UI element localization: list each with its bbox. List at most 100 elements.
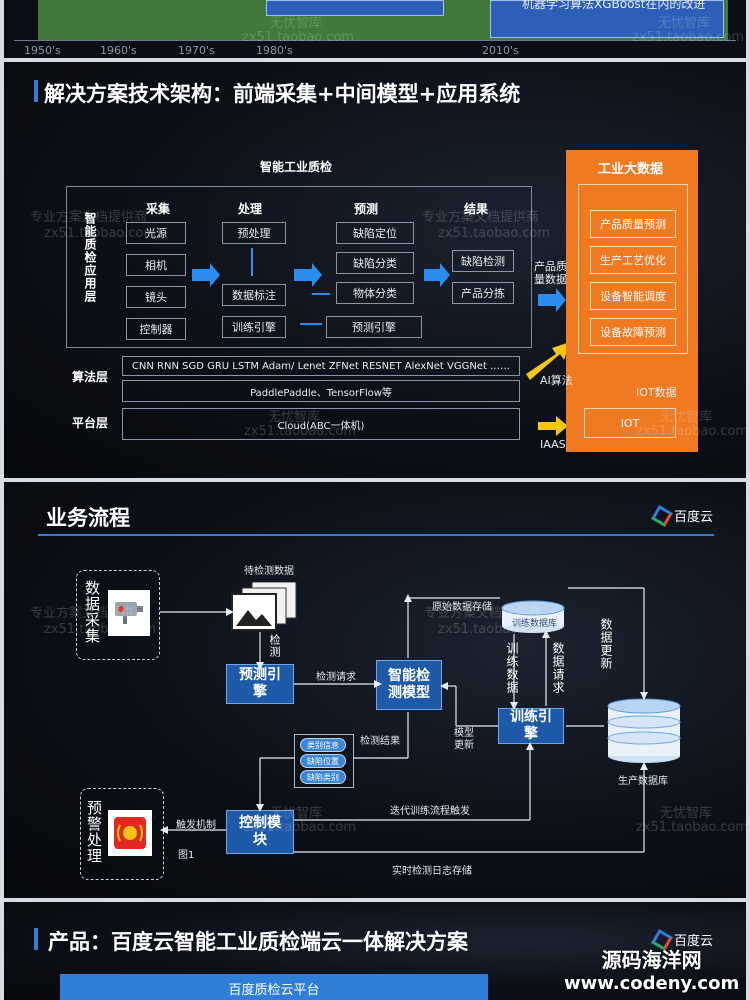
production-db-icon [606,698,682,764]
watermark: 专业方案文档提供商 [422,210,540,225]
watermark: 无忧智库 [660,410,713,425]
blue-panel-right [490,0,724,38]
watermark: zx51.taobao.com [244,424,357,439]
arrow-predict-result [424,263,450,287]
arrow-ai-algo [526,342,570,380]
bigdata-quality-predict: 产品质量预测 [590,210,676,238]
logo-text: 百度云 [674,934,714,949]
watermark: zx51.taobao.com [44,226,157,241]
watermark: zx51.taobao.com [636,424,746,439]
col-predict: 预测 [354,202,379,216]
product-quality-label: 产品质量数据 [534,260,567,286]
train-data-label: 训练数据 [505,642,519,694]
blue-panel-left [266,0,444,16]
images-icon [230,581,302,632]
site-watermark-line1: 源码海洋网 [601,948,702,972]
logo-text: 百度云 [674,510,714,525]
arrow-collect-process [192,263,220,287]
app-layer-frame [66,186,532,348]
slide-title: 业务流程 [46,506,130,530]
result-tag: 缺陷类别 [300,770,346,784]
train-db-icon [500,600,566,634]
result-tag: 类别信息 [300,738,346,752]
iterate-trigger-label: 迭代训练流程触发 [390,806,470,817]
watermark: 无忧智库 [268,410,321,425]
iaas-label: IAAS [540,438,566,451]
col-collect: 采集 [146,202,171,216]
col-result: 结果 [464,202,489,216]
ai-algo-label: AI算法 [540,374,573,387]
year-label: 1970's [178,44,215,57]
diagram-title: 智能工业质检 [260,160,333,174]
col-process: 处理 [238,202,263,216]
watermark: zx51.taobao.com [632,30,745,45]
bigdata-fault-predict: 设备故障预测 [590,318,676,346]
watermark: 无忧智库 [658,16,711,31]
watermark: 专业方案文档提供商 [424,606,542,621]
bigdata-inner-frame [578,184,688,354]
baidu-cloud-logo: 百度云 [651,504,714,527]
iot-data-label: IOT数据 [636,386,677,399]
train-engine-box: 训练引擎 [498,708,564,744]
train-db-label: 训练数据库 [512,619,558,629]
site-watermark: 源码海洋网 www.codeny.com [564,944,739,994]
baidu-cloud-logo: 百度云 [651,928,714,951]
top-fragment: 机器学习算法XGBoost在内的改进 1950's 1960's 1970's … [4,0,746,58]
flow-connectors [160,587,648,853]
camera-icon [108,590,150,636]
watermark: zx51.taobao.com [44,622,157,637]
product-slide: 产品：百度云智能工业质检端云一体解决方案 百度云 百度质检云平台 源码海洋网 w… [4,902,746,1000]
trigger-mech-label: 触发机制 [176,820,216,831]
watermark: zx51.taobao.com [636,820,746,835]
watermark: zx51.taobao.com [244,820,357,835]
year-label: 1950's [24,44,61,57]
watermark: 专业方案文档提供商 [30,210,148,225]
slide-title: 解决方案技术架构：前端采集+中间模型+应用系统 [44,82,521,106]
predict-defect-locate: 缺陷定位 [336,222,414,244]
raw-storage-label: 原始数据存储 [432,602,492,613]
process-preprocess: 预处理 [222,222,286,244]
business-flow-slide: 业务流程 百度云 数据采集 待检测数据 检测 预测引擎 检测请求 智能检测模型 … [4,482,746,898]
watermark: zx51.taobao.com [242,30,355,45]
result-tags-frame [294,734,354,788]
model-update-label: 模型更新 [454,728,474,751]
year-label: 1960's [100,44,137,57]
cloud-platform-bar: 百度质检云平台 [60,974,488,1000]
collect-camera: 相机 [126,254,186,276]
warning-label: 预警处理 [85,800,103,864]
process-labeling: 数据标注 [222,284,286,306]
algo-models-line: CNN RNN SGD GRU LSTM Adam/ Lenet ZFNet R… [122,356,520,376]
arrow-to-bigdata [538,288,566,312]
year-label: 1980's [256,44,293,57]
watermark: zx51.taobao.com [438,226,551,241]
architecture-slide: 解决方案技术架构：前端采集+中间模型+应用系统 智能工业质检 智能质检应用层 采… [4,62,746,478]
timeline-axis [14,40,736,41]
algo-layer-label: 算法层 [72,370,109,384]
watermark: 无忧智库 [660,806,713,821]
predict-engine: 预测引擎 [326,316,422,338]
predict-engine-box: 预测引擎 [226,664,294,704]
production-db-label: 生产数据库 [618,776,668,787]
title-underline [38,534,714,536]
fragment-box-text: 机器学习算法XGBoost在内的改进 [522,0,706,11]
predict-object-classify: 物体分类 [336,282,414,304]
data-collect-frame [76,570,160,660]
algo-frameworks-line: PaddlePaddle、TensorFlow等 [122,380,520,402]
watermark: zx51.taobao.com [438,622,551,637]
arrow-iaas [538,416,568,436]
arrow-process-predict [294,263,322,287]
detect-result-label: 检测结果 [360,736,400,747]
title-accent-bar [34,80,38,102]
data-collect-label: 数据采集 [83,580,101,644]
collect-controller: 控制器 [126,318,186,340]
year-label: 2010's [482,44,519,57]
data-request-label: 数据请求 [551,642,565,694]
watermark: 无忧智库 [270,806,323,821]
detect-request-label: 检测请求 [316,672,356,683]
watermark: 无忧智库 [270,16,323,31]
site-watermark-line2: www.codeny.com [564,973,740,994]
pending-data-label: 待检测数据 [244,566,294,577]
result-defect-detect: 缺陷检测 [452,250,514,272]
bigdata-panel [566,150,698,452]
watermark: 专业方案文档提供商 [30,606,148,621]
